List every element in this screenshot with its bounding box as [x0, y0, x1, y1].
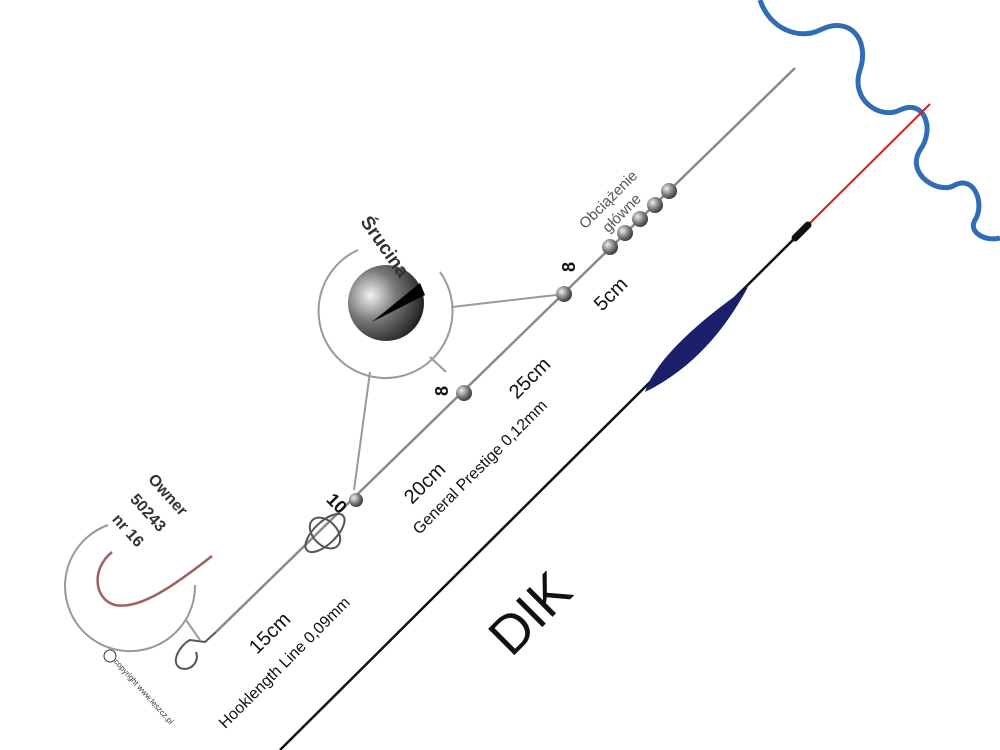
shot-size-middle: 8	[432, 385, 452, 396]
bulk-shot	[602, 239, 618, 255]
split-shot-icon	[348, 265, 424, 341]
hook-callout-pointer	[185, 619, 201, 641]
shot-10	[349, 493, 363, 507]
float-tip	[791, 221, 812, 242]
hook-callout-circle	[64, 524, 197, 653]
shot-callout	[317, 249, 557, 491]
main-line	[215, 67, 796, 633]
bulk-shot	[632, 211, 648, 227]
float-antenna	[804, 103, 931, 229]
loop-knot-icon	[304, 512, 346, 554]
copyright-icon	[103, 649, 117, 663]
bulk-shot	[617, 225, 633, 241]
shot-size-upper: 8	[559, 261, 579, 272]
shot-slit	[372, 283, 425, 322]
shot-8-lower	[456, 385, 472, 401]
bulk-shot	[647, 197, 663, 213]
hook-icon	[96, 551, 213, 607]
float-body	[645, 287, 748, 392]
hook-small-icon	[174, 631, 217, 670]
water-surface	[757, 0, 1000, 242]
shot-8-upper	[556, 286, 572, 302]
bulk-shot	[661, 183, 677, 199]
shots	[349, 183, 677, 507]
